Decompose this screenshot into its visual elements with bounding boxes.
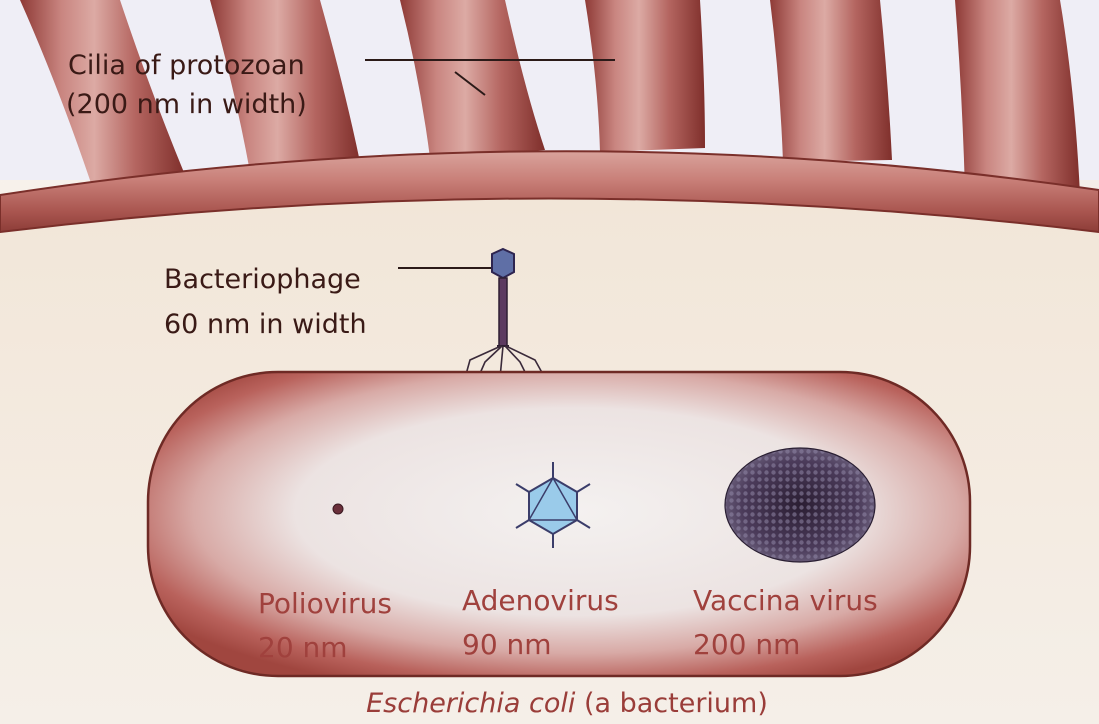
vaccina-name: Vaccina virus: [693, 584, 878, 617]
cilium-6: [955, 0, 1080, 195]
vaccina-virus: [725, 448, 875, 562]
vaccina-size: 200 nm: [693, 628, 800, 661]
phage-tail: [499, 278, 507, 346]
caption-italic: Escherichia coli: [366, 688, 576, 719]
vaccina-texture: [725, 448, 875, 562]
phage-head: [492, 249, 514, 278]
poliovirus-name: Poliovirus: [258, 587, 392, 620]
cilium-5: [770, 0, 892, 162]
caption: Escherichia coli (a bacterium): [366, 688, 768, 719]
cilia-label-line1: Cilia of protozoan: [68, 50, 305, 81]
phage-label-line1: Bacteriophage: [164, 264, 361, 295]
adenovirus-name: Adenovirus: [462, 584, 619, 617]
caption-rest: (a bacterium): [575, 688, 768, 719]
cilium-4: [585, 0, 705, 152]
phage-label-line2: 60 nm in width: [164, 309, 367, 340]
cilia-label-line2: (200 nm in width): [66, 89, 307, 120]
poliovirus-size: 20 nm: [258, 631, 348, 664]
adenovirus-size: 90 nm: [462, 628, 552, 661]
poliovirus: [333, 504, 343, 514]
